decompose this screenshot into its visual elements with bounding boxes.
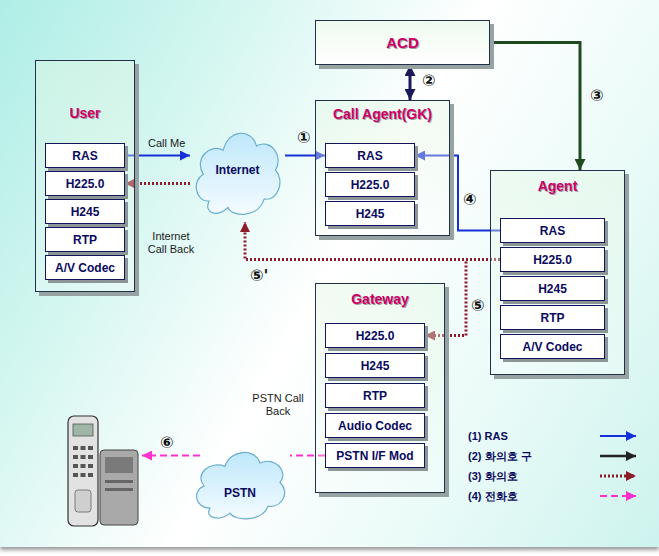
protocol-layer-box: H225.0 [325,172,415,197]
component-box: AgentRAS H225.0H245RTP A/V Codec [490,170,625,375]
layer-name: A/V Codec [55,261,115,275]
layer-name: PSTN I/F Mod [336,449,413,463]
acd-link-arrow [409,65,412,100]
layer-name: RTP [73,233,97,247]
callout-number: ⑥ [160,435,174,451]
protocol-layer-box: RTP [500,305,605,330]
layer-name: A/V Codec [522,340,582,354]
annotation-text: Call Me [148,137,185,150]
protocol-layer-box: H225.0 [500,247,605,272]
legend-sample-conference-call [600,475,636,478]
protocol-layer-box: H245 [45,199,125,224]
layer-name: Audio Codec [338,419,412,433]
server-box: ACD [315,20,490,65]
layer-name: H225.0 [356,329,395,343]
component-title: Agent [538,178,578,194]
annotation-text: PSTN Call Back [252,392,304,418]
layer-name: RAS [357,149,382,163]
protocol-layer-box: RTP [325,383,425,408]
pstn-callback-line [142,455,200,457]
layer-name: RAS [72,149,97,163]
component-box: GatewayH225.0H245RTP Audio CodecPSTN I/F … [315,283,445,493]
callout-number: ④ [463,192,477,208]
protocol-layer-box: H225.0 [45,171,125,196]
protocol-layer-box: RAS [325,143,415,168]
protocol-layer-box: A/V Codec [500,334,605,359]
callout-number: ① [297,130,311,146]
callout-number: ③ [590,88,604,104]
conference-request-arrow [490,43,580,171]
cloud-outline [190,440,290,525]
layer-name: H245 [361,359,390,373]
annotation-text: Internet Call Back [145,230,197,256]
protocol-layer-box: RAS [45,143,125,168]
layer-name: H245 [538,282,567,296]
component-box: UserRAS H225.0H245RTP A/V Codec [35,60,135,292]
layer-name: H225.0 [533,253,572,267]
legend-sample-phone-call [600,495,636,497]
layer-name: H225.0 [66,177,105,191]
protocol-layer-box: RAS [500,218,605,243]
protocol-layer-box: A/V Codec [45,255,125,280]
legend-sample-conference-request [600,455,636,458]
protocol-layer-box: Audio Codec [325,413,425,438]
layer-name: H225.0 [351,178,390,192]
callout-number: ⑤' [250,268,268,284]
component-title: Gateway [351,291,409,307]
protocol-layer-box: RTP [45,227,125,252]
network-name: PSTN [224,486,256,500]
legend-sample-ras [600,435,636,437]
layer-name: RTP [541,311,565,325]
layer-name: RAS [540,224,565,238]
component-box: Call Agent(GK) RAS H225.0H245 [315,100,450,236]
server-name: ACD [386,34,419,51]
protocol-layer-box: H245 [325,201,415,226]
network-cloud: PSTN [190,440,290,525]
callout-number: ② [422,73,436,89]
legend-text: (2) 화의호 구 [468,449,532,463]
component-title: User [69,105,100,121]
legend-samples [600,436,636,496]
legend-text: (4) 전화호 [468,489,518,503]
callout-number: ⑤ [471,298,485,314]
layer-name: RTP [363,389,387,403]
network-name: Internet [215,163,259,177]
legend-text: (3) 화의호 [468,469,518,483]
protocol-layer-box: H245 [325,353,425,378]
protocol-layer-box: PSTN I/F Mod [325,443,425,468]
component-title: Call Agent(GK) [333,106,432,122]
telephone-illustration [68,416,138,526]
protocol-layer-box: H225.0 [325,323,425,348]
layer-name: H245 [71,205,100,219]
legend-text: (1) RAS [468,429,508,443]
layer-name: H245 [356,207,385,221]
protocol-layer-box: H245 [500,276,605,301]
network-cloud: Internet [190,118,285,222]
